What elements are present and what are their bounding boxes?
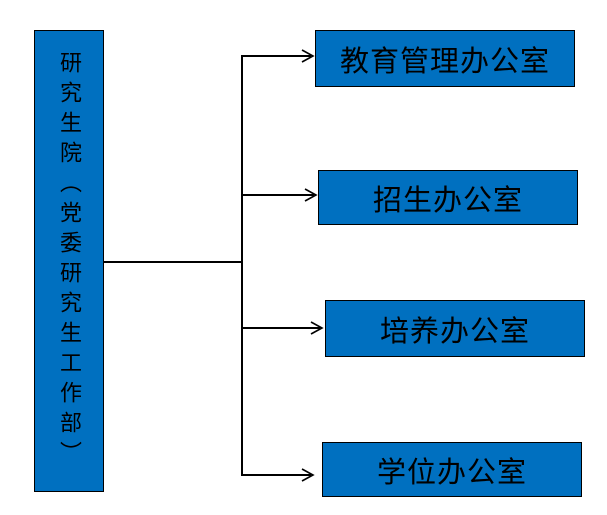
node-label: 招生办公室 [372,184,523,217]
node-training-office: 培养办公室 [325,300,585,357]
node-admissions-office: 招生办公室 [318,170,578,225]
arrowhead-icon-4 [301,468,315,482]
node-label: 教育管理办公室 [339,45,550,78]
root-node-label: 研究生院（党委研究生工作部） [57,51,82,471]
node-label: 学位办公室 [376,456,527,489]
arrowhead-icon-1 [301,49,315,63]
node-education-management-office: 教育管理办公室 [315,30,575,87]
arrowhead-icon-3 [310,321,324,335]
node-label: 培养办公室 [379,315,530,348]
arrowhead-icon-2 [304,188,318,202]
root-node-graduate-school: 研究生院（党委研究生工作部） [34,30,104,492]
node-degree-office: 学位办公室 [322,442,582,497]
